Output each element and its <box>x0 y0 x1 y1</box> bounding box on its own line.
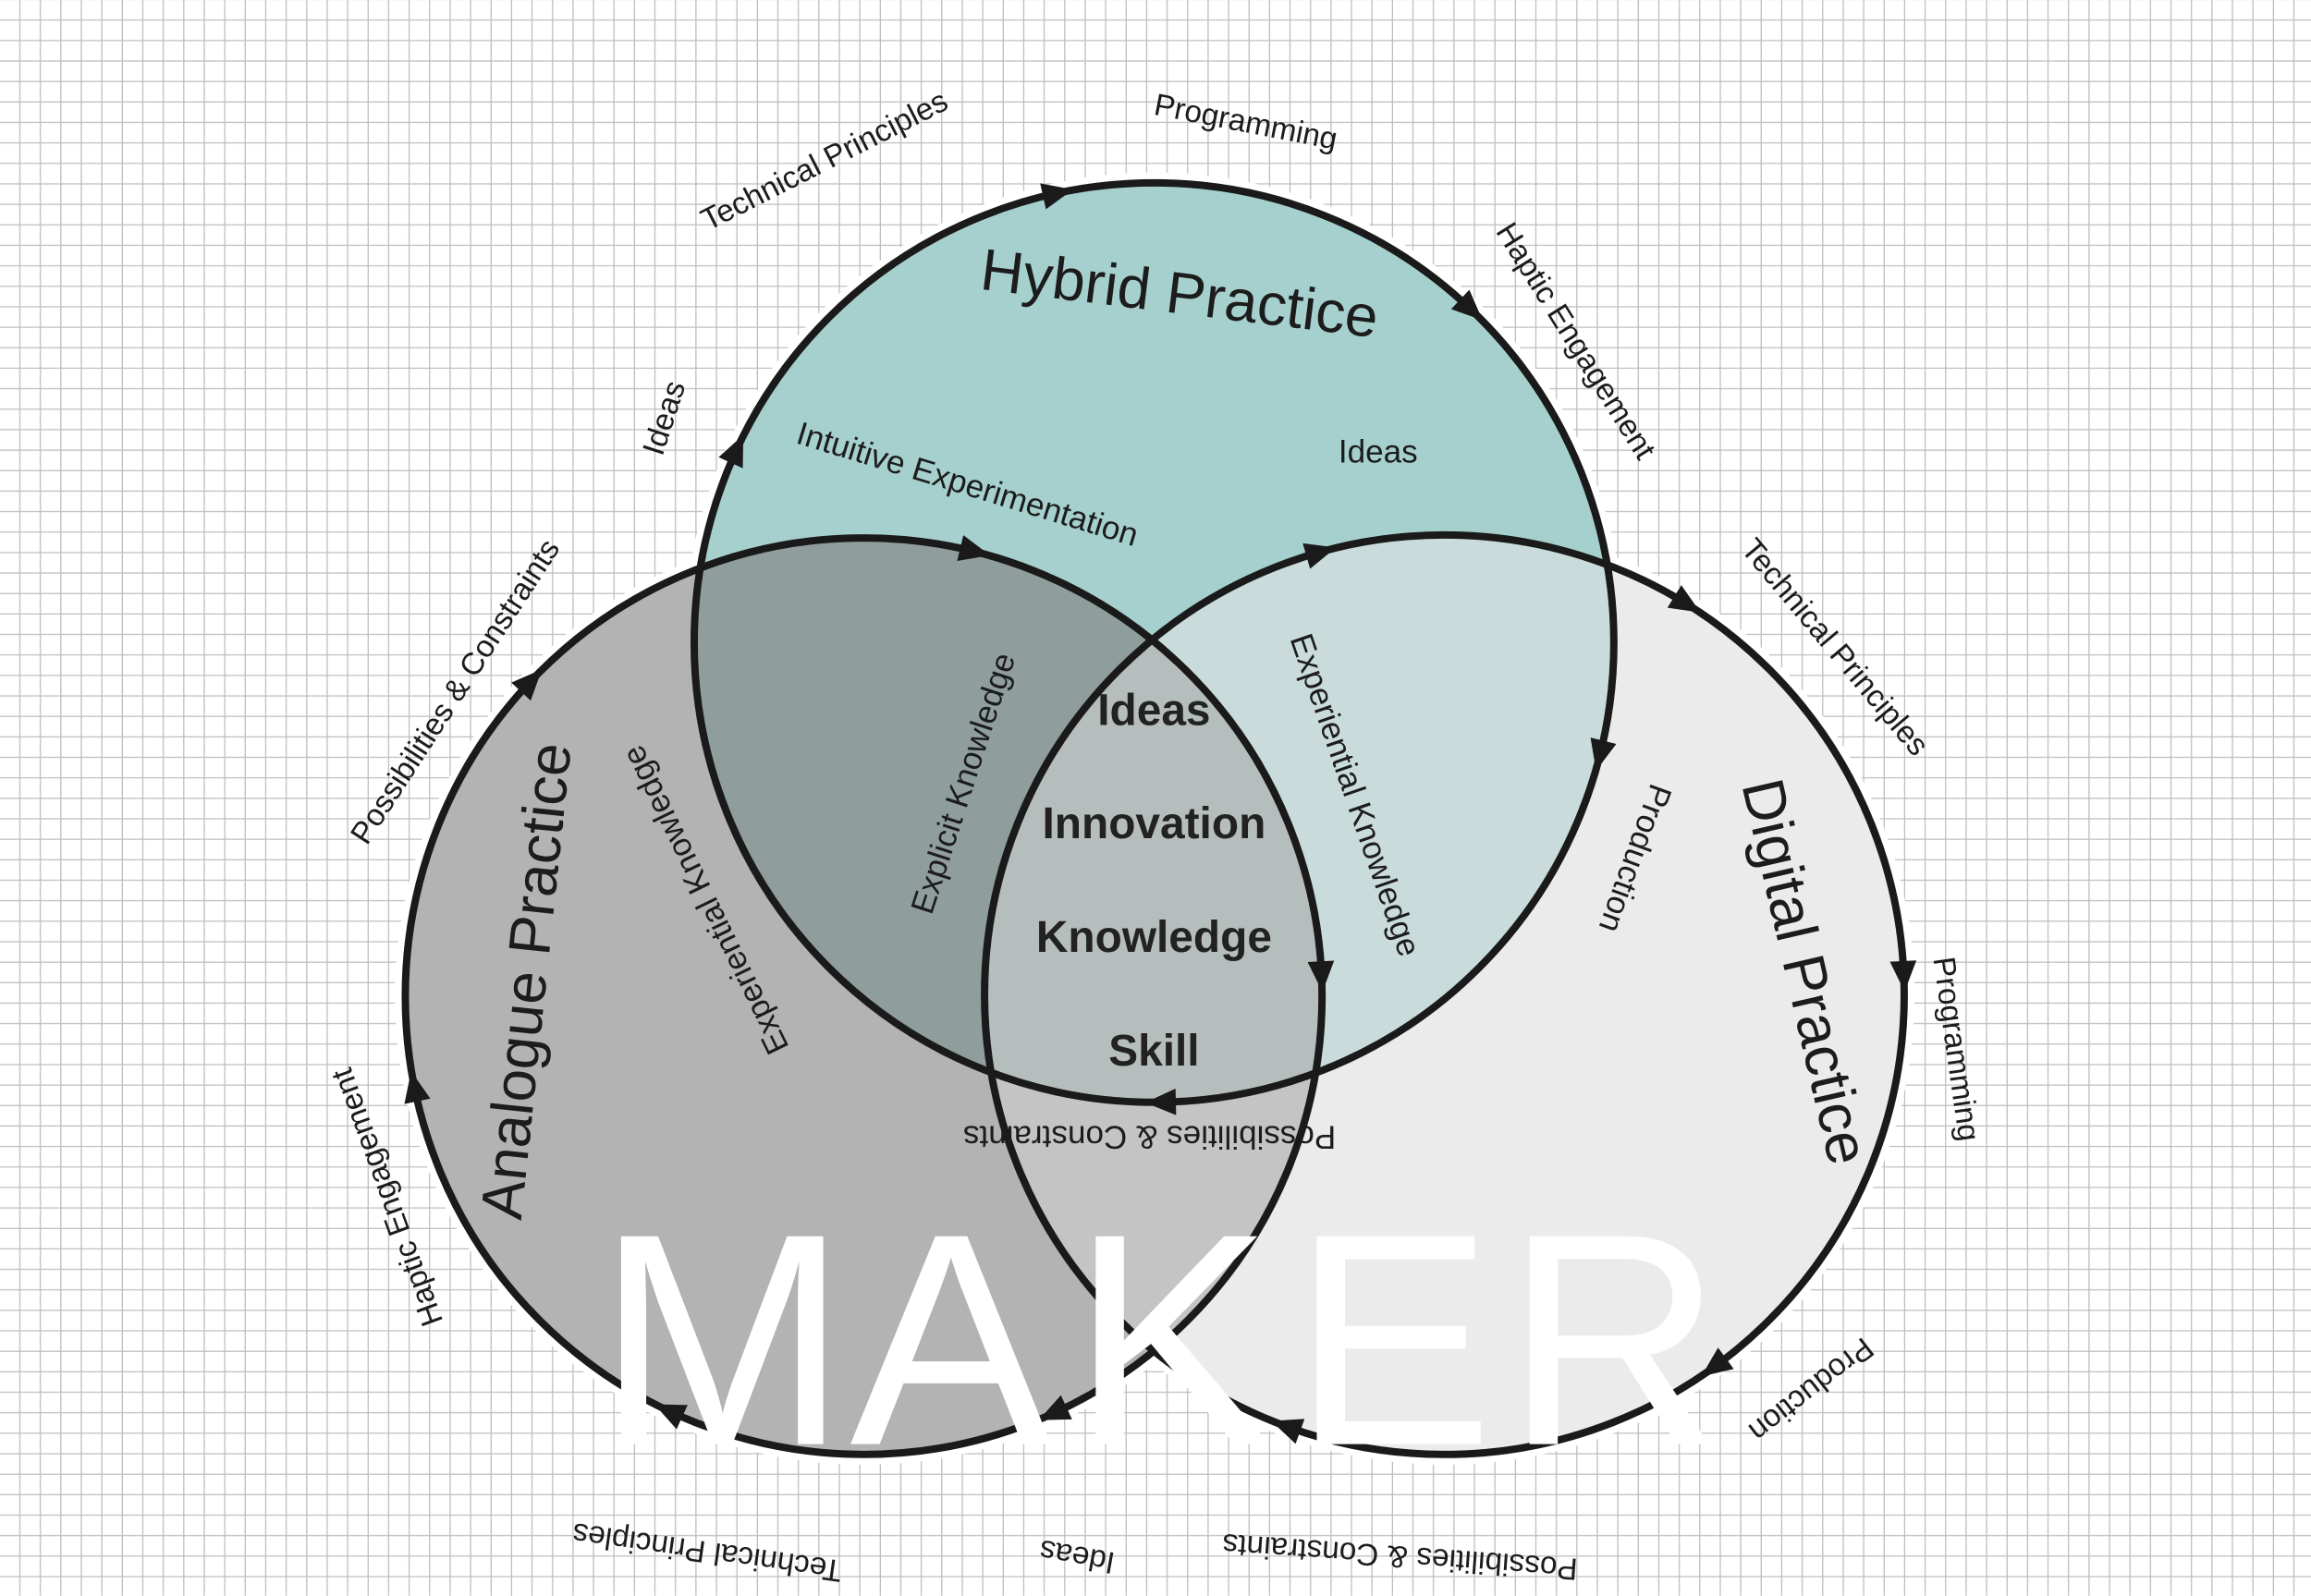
arrowhead-icon <box>1307 960 1335 993</box>
arrowhead-icon <box>1038 1395 1072 1420</box>
core-innovation: Innovation <box>1043 799 1266 848</box>
arrowhead-icon <box>404 1071 431 1104</box>
core-ideas: Ideas <box>1097 686 1210 735</box>
arrowhead-icon <box>654 1404 688 1430</box>
arrowhead-icon <box>1889 960 1917 993</box>
arrowhead-icon <box>1450 289 1483 321</box>
arrowhead-icon <box>1302 542 1337 569</box>
core-skill: Skill <box>1108 1027 1199 1076</box>
arrowhead-icon <box>1271 1419 1305 1444</box>
maker-letter: R <box>1505 1172 1723 1509</box>
arrowhead-icon <box>957 535 991 562</box>
digital-outline <box>981 530 1908 1458</box>
ideas-hybrid-label: Ideas <box>1339 433 1418 469</box>
arrowhead-icon <box>511 669 543 701</box>
core-knowledge: Knowledge <box>1036 913 1272 962</box>
maker-letter: A <box>850 1172 1053 1509</box>
arrowhead-icon <box>1144 1088 1177 1115</box>
maker-letter: M <box>596 1172 848 1509</box>
arrowhead-icon <box>1667 585 1701 613</box>
arrowhead-icon <box>718 434 744 469</box>
maker-letter: K <box>1071 1172 1273 1509</box>
arrowhead-icon <box>1040 183 1073 210</box>
arrowhead-icon <box>1590 737 1617 771</box>
analogue-outline <box>401 534 1327 1458</box>
maker-title: M A K E R <box>596 1172 1723 1509</box>
circle-outlines <box>401 178 1908 1458</box>
maker-letter: E <box>1292 1172 1494 1509</box>
possibilities-constraints-center-label: Possibilities & Constraints <box>963 1119 1336 1155</box>
flow-arrows <box>404 183 1917 1444</box>
arrowhead-icon <box>1701 1347 1734 1377</box>
